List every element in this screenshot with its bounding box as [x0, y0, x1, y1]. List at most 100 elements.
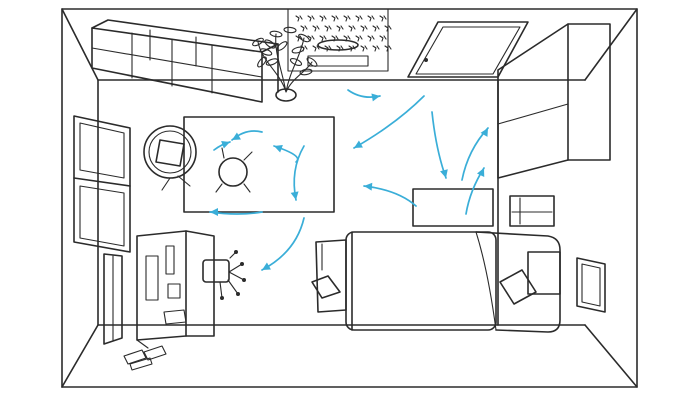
plant-leaf — [252, 37, 264, 47]
picture-frame — [576, 257, 606, 313]
armchair-leg-2 — [177, 175, 191, 187]
bedside-bench — [412, 188, 494, 227]
ceiling-pattern-mark — [367, 15, 375, 22]
desk-chair-wheel-1 — [234, 250, 238, 254]
desk-chair-wheel-5 — [220, 296, 224, 300]
airflow-arrow — [293, 145, 305, 201]
wall-cabinet-left — [103, 253, 123, 345]
window-frame — [73, 115, 131, 253]
armchair-rim — [143, 125, 197, 179]
plant-leaves — [252, 26, 318, 76]
airflow-arrowhead — [221, 140, 230, 149]
window — [73, 115, 131, 253]
drawer-unit-body — [509, 195, 555, 227]
ceiling-pattern-mark — [372, 45, 380, 52]
ceiling-pattern-mark — [355, 35, 363, 42]
desk-chair-base-1 — [219, 281, 223, 299]
plant-leaf — [291, 46, 305, 54]
ceiling-lamp — [317, 39, 359, 51]
door — [407, 21, 529, 78]
desk-chair-wheel-3 — [242, 278, 246, 282]
plant-pot — [275, 88, 297, 102]
shelf-unit-top — [91, 19, 279, 53]
window-pane-bottom — [79, 185, 125, 247]
ceiling-pattern-mark — [312, 45, 320, 52]
side-table-leg-1 — [221, 147, 225, 159]
wall-corner-bottom-right — [584, 324, 638, 388]
ceiling-pattern-mark — [348, 25, 356, 32]
ceiling-pattern-mark — [331, 15, 339, 22]
desk-chair-base-2 — [227, 279, 239, 295]
ceiling-pattern-mark — [319, 15, 327, 22]
plant-leaf — [265, 58, 279, 66]
ceiling-pattern-mark — [319, 35, 327, 42]
shelf-unit-outline — [91, 27, 263, 103]
ceiling-pattern-mark — [384, 25, 392, 32]
door-inner-frame — [415, 26, 521, 75]
airflow-arrow — [363, 185, 417, 207]
plant-leaf — [299, 68, 313, 76]
nightstand-left-body — [315, 239, 347, 313]
window-pane-top — [79, 122, 125, 179]
picture-inner — [581, 263, 601, 307]
desk-monitor — [145, 255, 159, 301]
bed-blanket-fold — [475, 231, 497, 331]
bed-mattress — [345, 231, 497, 331]
armchair-inner — [148, 130, 192, 174]
plant-leaf — [298, 33, 310, 43]
round-armchair — [143, 125, 197, 191]
wall-picture — [576, 257, 606, 313]
floor-outline — [97, 79, 499, 326]
wardrobe-door-split — [497, 103, 569, 125]
ceiling-pattern-mark — [343, 15, 351, 22]
pillow-icon-floor — [311, 275, 341, 299]
window-sill — [73, 177, 131, 187]
desk-leg — [136, 339, 149, 349]
desk-chair-wheel-4 — [236, 292, 240, 296]
ceiling-pattern-mark — [355, 15, 363, 22]
wall-corner-bottom-left — [61, 324, 99, 388]
plant-leaf — [257, 56, 267, 68]
side-table — [215, 147, 253, 193]
airflow-arrow — [261, 217, 305, 271]
ceiling-light-panel — [287, 8, 392, 72]
ceiling-pattern-mark — [384, 45, 392, 52]
plant-leaf — [269, 30, 283, 38]
ceiling-pattern-mark — [307, 15, 315, 22]
ceiling-pattern-mark — [312, 25, 320, 32]
wardrobe — [497, 23, 611, 179]
desk-lamp — [165, 245, 175, 275]
shoes-icon — [123, 345, 167, 371]
airflow-arrowhead — [210, 208, 218, 216]
desk-chair-arm-1 — [228, 263, 243, 273]
armchair-cushion — [155, 139, 185, 167]
potted-plant-icon — [252, 26, 318, 102]
shoe-mat — [129, 357, 153, 371]
ceiling-pattern-mark — [295, 15, 303, 22]
shoe-right — [143, 345, 167, 361]
plant-leaf — [264, 39, 276, 49]
door-icon — [407, 21, 529, 78]
shelf-middle — [91, 47, 263, 78]
ceiling-pattern-mark — [379, 15, 387, 22]
airflow-arrowhead — [354, 140, 363, 148]
armchair-leg-1 — [161, 177, 171, 191]
airflow-arrow — [431, 111, 447, 179]
ceiling-pattern-mark — [307, 35, 315, 42]
desk-chair-wheel-2 — [240, 262, 244, 266]
desk-side — [185, 230, 215, 337]
ceiling-pattern-mark — [372, 25, 380, 32]
desk-top — [136, 230, 187, 341]
side-table-top — [218, 157, 248, 187]
wall-corner-top-right — [584, 8, 638, 81]
desk-chair-arm-2 — [228, 271, 245, 281]
bed-pillow-back — [527, 251, 561, 295]
airflow-arrowhead — [262, 262, 271, 270]
desk-chair-seat — [202, 259, 230, 283]
ceiling-pattern-mark — [360, 45, 368, 52]
airflow-arrowhead — [440, 169, 448, 178]
cabinet-left-front — [103, 253, 123, 345]
wall-shelves — [91, 19, 279, 103]
